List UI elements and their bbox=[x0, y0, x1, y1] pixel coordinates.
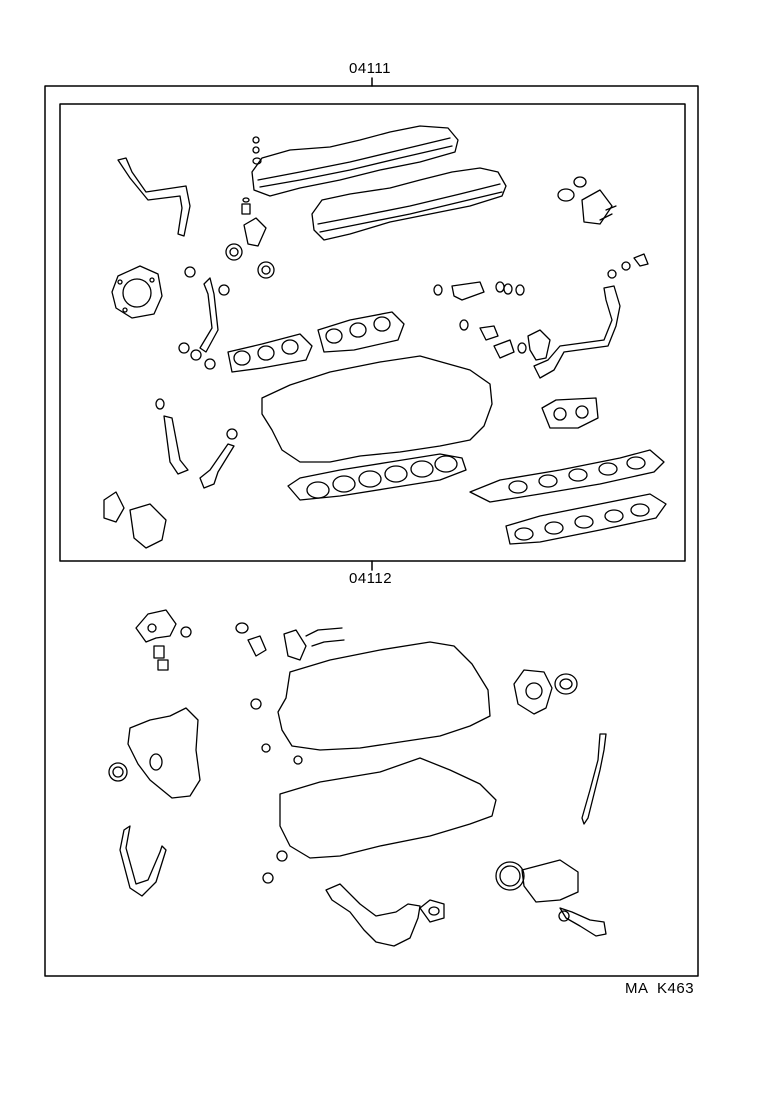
dipstick-guide bbox=[581, 733, 607, 825]
inner-kit-frame bbox=[59, 103, 686, 562]
head-cover-gasket-1 bbox=[251, 125, 459, 197]
timing-cover-gasket bbox=[108, 707, 201, 799]
head-cover-gasket-2 bbox=[311, 167, 507, 241]
figure-code: MA K463 bbox=[625, 980, 695, 997]
valve-1 bbox=[155, 398, 189, 475]
head-gasket-outline bbox=[261, 355, 493, 463]
oil-seal-rings bbox=[235, 622, 345, 661]
inner-kit-part-number: 04112 bbox=[349, 570, 393, 587]
rear-seals bbox=[250, 698, 303, 765]
breather-tube bbox=[117, 157, 191, 237]
water-inlet-gasket bbox=[135, 609, 192, 671]
cylinder-head-gasket bbox=[287, 453, 467, 501]
water-outlet-gasket bbox=[103, 491, 167, 549]
water-pump-gasket bbox=[513, 669, 578, 715]
oil-return-tube bbox=[119, 825, 167, 897]
oil-pan-gasket-lower bbox=[279, 757, 497, 859]
outer-kit-frame bbox=[44, 85, 699, 977]
oil-pan-gasket-upper bbox=[277, 641, 491, 751]
fuel-pipe-o-rings bbox=[178, 266, 230, 370]
oil-strainer-gasket bbox=[325, 883, 445, 947]
valve-2 bbox=[199, 428, 238, 489]
egr-gasket bbox=[541, 397, 599, 429]
intake-manifold-gasket-1 bbox=[469, 449, 665, 503]
drain-plug-gaskets bbox=[262, 850, 288, 884]
bypass-gasket-set bbox=[557, 176, 617, 225]
thermostat-gasket bbox=[495, 859, 607, 937]
intake-manifold-gasket-2 bbox=[505, 493, 667, 545]
injector-seals bbox=[433, 281, 527, 359]
exhaust-manifold-gasket-2 bbox=[317, 311, 405, 353]
outer-kit-part-number: 04111 bbox=[349, 60, 391, 77]
fuel-pressure-pipe bbox=[527, 253, 649, 379]
exhaust-manifold-gasket-1 bbox=[227, 333, 313, 373]
throttle-body-gasket bbox=[111, 265, 163, 319]
cover-grommets bbox=[225, 136, 275, 279]
